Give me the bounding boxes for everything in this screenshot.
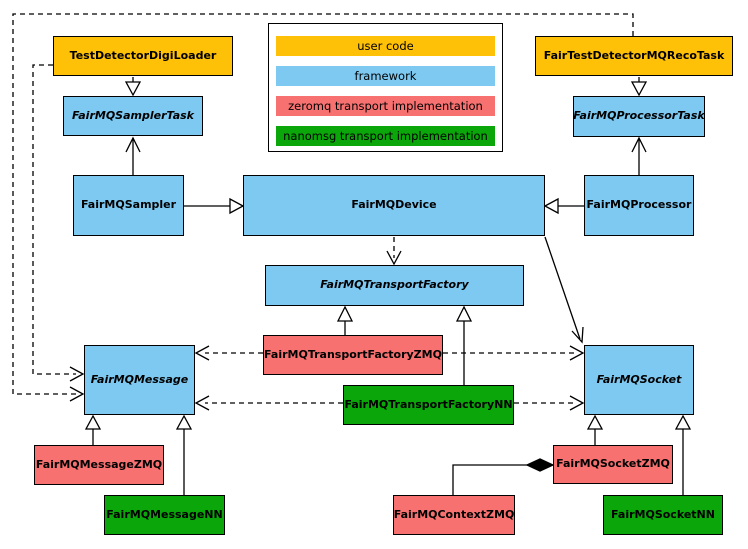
node-fairmqcontextzmq: FairMQContextZMQ (393, 495, 515, 535)
legend-item-zeromq: zeromq transport implementation (276, 96, 495, 116)
edge-tfnn-transportfactory (455, 305, 473, 385)
node-fairmqmessagezmq: FairMQMessageZMQ (34, 445, 164, 485)
legend: user code framework zeromq transport imp… (268, 23, 503, 152)
node-fairtestdetectormqrecotask: FairTestDetectorMQRecoTask (535, 36, 733, 76)
node-fairmqtransportfactoryzmq: FairMQTransportFactoryZMQ (263, 335, 443, 375)
edge-processor-processortask (631, 136, 647, 175)
edge-processor-device (543, 197, 584, 215)
edge-recotask-processortask (630, 77, 648, 97)
edge-digiloader-message (32, 64, 85, 382)
node-testdetectordigiloader: TestDetectorDigiLoader (53, 36, 233, 76)
edge-socketzmq-socket (586, 414, 604, 445)
edge-sampler-samplertask (125, 136, 141, 175)
node-fairmqmessage: FairMQMessage (84, 345, 195, 415)
legend-item-nanomsg: nanomsg transport implementation (276, 126, 495, 146)
node-fairmqtransportfactory: FairMQTransportFactory (265, 265, 524, 306)
node-fairmqsampler: FairMQSampler (73, 175, 184, 236)
edge-tfnn-socket (514, 395, 585, 411)
node-fairmqprocessor: FairMQProcessor (584, 175, 694, 236)
node-fairmqsamplertask: FairMQSamplerTask (63, 96, 203, 136)
node-fairmqdevice: FairMQDevice (243, 175, 545, 236)
node-fairmqsocket: FairMQSocket (584, 345, 694, 415)
edge-socketnn-socket (674, 414, 692, 495)
edge-recotask-message (12, 13, 634, 402)
edge-device-socket (544, 236, 584, 344)
edge-device-transportfactory (386, 237, 402, 266)
legend-item-framework: framework (276, 66, 495, 86)
legend-item-user-code: user code (276, 36, 495, 56)
edge-tfzmq-socket (443, 345, 585, 361)
node-fairmqmessagenn: FairMQMessageNN (104, 495, 225, 535)
edge-messagezmq-message (84, 414, 102, 445)
edge-sampler-device (184, 197, 245, 215)
node-fairmqprocessortask: FairMQProcessorTask (573, 96, 705, 137)
edge-contextzmq-socketzmq (452, 458, 555, 495)
node-fairmqtransportfactorynn: FairMQTransportFactoryNN (343, 385, 514, 425)
edge-tfzmq-transportfactory (336, 305, 354, 335)
edge-tfzmq-message (194, 345, 263, 361)
edge-digiloader-samplertask (124, 77, 142, 97)
edge-tfnn-message (194, 395, 343, 411)
node-fairmqsocketzmq: FairMQSocketZMQ (553, 445, 673, 484)
node-fairmqsocketnn: FairMQSocketNN (603, 495, 723, 535)
edge-messagenn-message (175, 414, 193, 495)
